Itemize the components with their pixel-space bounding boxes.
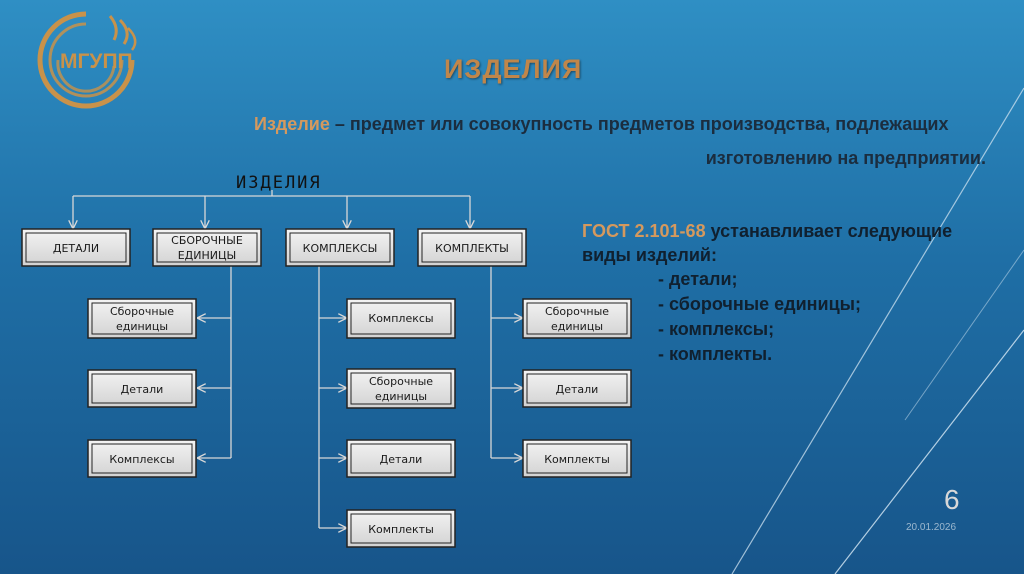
node-label: Комплексы <box>368 312 433 325</box>
top-node-assembly-units: СБОРОЧНЫЕ ЕДИНИЦЫ <box>152 228 262 267</box>
definition-text: предмет или совокупность предметов произ… <box>349 114 949 134</box>
col2-node: Комплексы <box>346 298 456 339</box>
gost-list-item: - детали; <box>658 269 738 289</box>
col1-node: Детали <box>87 369 197 408</box>
col2-node: Сборочные единицы <box>346 368 456 409</box>
node-label: единицы <box>116 320 168 333</box>
top-node-label: СБОРОЧНЫЕ <box>171 234 243 247</box>
diagram-connectors <box>73 190 522 528</box>
gost-code: ГОСТ 2.101-68 <box>582 221 706 241</box>
node-label: Комплекты <box>368 523 434 536</box>
gost-list: - детали; - сборочные единицы; - комплек… <box>658 267 861 367</box>
definition-dash: – <box>329 114 350 134</box>
page-title: ИЗДЕЛИЯ <box>444 54 583 84</box>
node-label: Сборочные <box>369 375 433 388</box>
node-label: Сборочные <box>110 305 174 318</box>
mgupp-logo <box>28 6 148 112</box>
definition-line-1: Изделие – предмет или совокупность предм… <box>254 114 949 135</box>
top-node-kits: КОМПЛЕКТЫ <box>417 228 527 267</box>
slide-date: 20.01.2026 <box>906 522 957 533</box>
node-label: Сборочные <box>545 305 609 318</box>
top-node-label: КОМПЛЕКТЫ <box>435 242 509 255</box>
col3-node: Сборочные единицы <box>522 298 632 339</box>
node-label: Детали <box>556 383 599 396</box>
definition-term: Изделие <box>254 114 330 134</box>
top-node-label: ДЕТАЛИ <box>53 242 99 255</box>
col3-node: Комплекты <box>522 439 632 478</box>
gost-line-1: устанавливает следующие <box>705 221 953 241</box>
col3-node: Детали <box>522 369 632 408</box>
col2-node: Комплекты <box>346 509 456 548</box>
top-node-label: ЕДИНИЦЫ <box>178 249 237 262</box>
logo-text: МГУПП <box>60 50 133 73</box>
col2-node: Детали <box>346 439 456 478</box>
node-label: Детали <box>380 453 423 466</box>
gost-line-2: виды изделий: <box>582 245 717 265</box>
diagram-root-label: ИЗДЕЛИЯ <box>236 173 322 193</box>
top-node-complexes: КОМПЛЕКСЫ <box>285 228 395 267</box>
gost-text: ГОСТ 2.101-68 устанавливает следующие ви… <box>582 219 952 267</box>
top-node-label: КОМПЛЕКСЫ <box>303 242 378 255</box>
node-label: единицы <box>375 390 427 403</box>
definition-line-2: изготовлению на предприятии. <box>705 148 986 168</box>
page-number: 6 <box>944 484 960 515</box>
node-label: Детали <box>121 383 164 396</box>
gost-list-item: - комплексы; <box>658 319 775 339</box>
col1-node: Сборочные единицы <box>87 298 197 339</box>
node-label: единицы <box>551 320 603 333</box>
node-label: Комплекты <box>544 453 610 466</box>
col1-node: Комплексы <box>87 439 197 478</box>
logo-emblem-icon <box>37 11 137 109</box>
gost-list-item: - комплекты. <box>658 344 773 364</box>
top-node-details: ДЕТАЛИ <box>21 228 131 267</box>
gost-list-item: - сборочные единицы; <box>658 294 862 314</box>
node-label: Комплексы <box>109 453 174 466</box>
